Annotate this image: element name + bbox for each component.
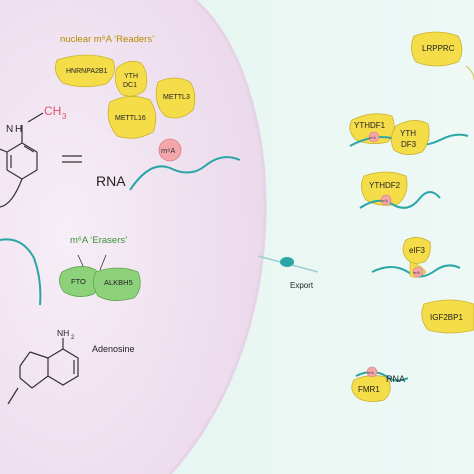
nh2-subscript: 2 [71, 335, 75, 341]
alkbh5-pointer [99, 254, 107, 271]
ythdf1-label: YTHDF1 [354, 121, 386, 130]
ythdc1-label-top: YTH [124, 73, 138, 80]
fto-pointer [77, 254, 85, 269]
alkbh5-label: ALKBH5 [104, 278, 133, 287]
eif3-m6a [412, 266, 424, 278]
methyladenine-structure [0, 112, 44, 208]
ythdf3-label-top: YTH [400, 129, 416, 138]
fmr1-m6a [366, 366, 378, 378]
adenosine-structure [7, 338, 79, 405]
ythdf1-m6a-label: m⁶A [369, 136, 376, 140]
ythdf2-label: YTHDF2 [369, 181, 401, 190]
cyto-rna-label: RNA [386, 374, 405, 384]
ythdf2-protein [361, 171, 408, 206]
mettl3-protein [155, 77, 196, 119]
adenosine-label: Adenosine [92, 344, 135, 354]
ythdf2-m6a-label: m⁶A [381, 199, 388, 203]
lrpprc-protein [411, 31, 463, 67]
fmr1-m6a-label: m⁶A [367, 371, 374, 375]
ythdf3-protein [391, 120, 430, 155]
hnrnpa2b1-label: HNRNPA2B1 [66, 68, 108, 75]
ythdf2-rna [359, 191, 441, 209]
amine-n-label: N [6, 124, 13, 135]
export-pore-icon [280, 257, 294, 267]
lrpprc-label: LRPPRC [422, 44, 455, 53]
igf2bp1-label: IGF2BP1 [430, 313, 463, 322]
nuclear-rna-label: RNA [96, 173, 126, 189]
eif3-label: eIF3 [409, 246, 426, 255]
alkbh5-protein [93, 267, 141, 301]
edge-rna-strand [0, 238, 42, 306]
mettl3-label: METTL3 [163, 94, 190, 101]
fmr1-rna [355, 371, 409, 382]
ythdf3-label-bottom: DF3 [401, 140, 417, 149]
export-label: Export [290, 281, 314, 290]
nuclear-rna-strand [129, 156, 241, 191]
hnrnpa2b1-protein [55, 54, 115, 88]
mettl16-protein [107, 96, 157, 139]
ythdc1-protein [114, 60, 148, 97]
equilibrium-arrows-icon [62, 155, 82, 163]
igf2bp1-protein [421, 299, 474, 334]
fto-label: FTO [71, 277, 86, 286]
erasers-title: m⁶A ‘Erasers’ [70, 235, 127, 246]
fmr1-protein [351, 375, 391, 402]
ythdf1-m6a [368, 131, 380, 143]
m6a-mark-label: m⁶A [161, 146, 175, 155]
mettl16-label: METTL16 [115, 115, 146, 122]
nucleus-region [0, 0, 266, 474]
eif3-m6a-label: m⁶A [413, 271, 420, 275]
eif3-rna [371, 264, 461, 278]
methyl-label: CH [44, 104, 61, 118]
fto-protein [59, 266, 99, 297]
nh2-label: NH [57, 328, 69, 338]
eif3-protein [402, 237, 431, 264]
m6a-mark [158, 138, 182, 162]
ythdf2-m6a [380, 194, 392, 206]
readers-title: nuclear m⁶A ‘Readers’ [60, 34, 154, 45]
amine-h-label: H [15, 124, 22, 135]
nuclear-envelope [168, 0, 267, 474]
ythdc1-label-bottom: DC1 [123, 82, 137, 89]
methyl-subscript: 3 [62, 112, 67, 121]
fmr1-label: FMR1 [358, 385, 380, 394]
